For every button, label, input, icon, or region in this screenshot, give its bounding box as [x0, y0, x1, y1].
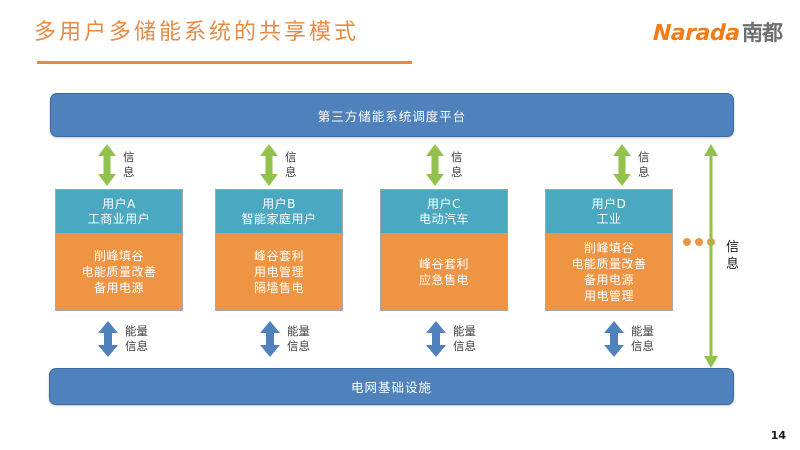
user-a-functions: 削峰填谷 电能质量改善 备用电源 [55, 233, 183, 311]
grid-infrastructure-bar: 电网基础设施 [49, 368, 734, 405]
double-arrow-vertical-icon [98, 321, 118, 357]
double-arrow-vertical-icon [426, 144, 444, 186]
logo-wordmark-cn: 南都 [742, 21, 783, 45]
user-a-function-3: 备用电源 [93, 280, 144, 295]
double-arrow-vertical-icon [260, 321, 280, 357]
user-c-function-2: 应急售电 [418, 272, 469, 287]
double-arrow-vertical-icon [98, 144, 116, 186]
info-arrow-group-d: 信 息 [612, 143, 650, 187]
double-arrow-vertical-icon [260, 144, 278, 186]
info-arrow-group-b: 信 息 [259, 143, 297, 187]
energy-arrow-group-d: 能量 信息 [603, 320, 654, 358]
info-arrow-label-c: 信 息 [451, 150, 463, 179]
narada-logo: Narada 南都 [653, 17, 783, 46]
user-b-function-2: 用电管理 [253, 264, 304, 279]
user-d-header: 用户D 工业 [545, 189, 673, 233]
user-c-type: 电动汽车 [418, 211, 469, 226]
user-a-type: 工商业用户 [87, 211, 151, 226]
grid-infrastructure-label: 电网基础设施 [350, 380, 432, 395]
logo-wordmark: Narada [653, 21, 741, 46]
user-d-type: 工业 [596, 211, 622, 226]
info-arrow-label-d: 信 息 [638, 150, 650, 179]
user-b-type: 智能家庭用户 [241, 211, 317, 226]
info-arrow-group-c: 信 息 [425, 143, 463, 187]
user-d-id: 用户D [591, 196, 627, 211]
info-arrow-label-b: 信 息 [285, 150, 297, 179]
title-underline-rule [37, 61, 412, 64]
side-info-arrow-group: 信 息 [703, 144, 739, 368]
user-c-id: 用户C [427, 196, 461, 211]
user-a-function-1: 削峰填谷 [93, 248, 144, 263]
page-number: 14 [770, 429, 786, 442]
user-d-function-1: 削峰填谷 [583, 240, 634, 255]
info-arrow-group-a: 信 息 [97, 143, 135, 187]
user-column-c[interactable]: 用户C 电动汽车 峰谷套利 应急售电 [380, 189, 508, 311]
user-c-functions: 峰谷套利 应急售电 [380, 233, 508, 311]
user-b-id: 用户B [262, 196, 296, 211]
double-arrow-vertical-icon [613, 144, 631, 186]
user-column-d[interactable]: 用户D 工业 削峰填谷 电能质量改善 备用电源 用电管理 [545, 189, 673, 311]
third-party-dispatch-platform-label: 第三方储能系统调度平台 [317, 108, 467, 124]
double-arrow-vertical-icon [426, 321, 446, 357]
user-a-function-2: 电能质量改善 [81, 264, 157, 279]
energy-arrow-group-c: 能量 信息 [425, 320, 476, 358]
user-c-header: 用户C 电动汽车 [380, 189, 508, 233]
user-c-function-1: 峰谷套利 [418, 256, 469, 271]
user-b-functions: 峰谷套利 用电管理 隔墙售电 [215, 233, 343, 311]
side-info-arrow-label: 信 息 [726, 240, 740, 272]
double-arrow-vertical-icon [604, 321, 624, 357]
user-a-id: 用户A [102, 196, 136, 211]
user-d-function-3: 备用电源 [583, 272, 634, 287]
user-d-functions: 削峰填谷 电能质量改善 备用电源 用电管理 [545, 233, 673, 311]
user-d-function-4: 用电管理 [583, 288, 634, 303]
page-title: 多用户多储能系统的共享模式 [34, 20, 360, 45]
user-b-function-3: 隔墙售电 [253, 280, 304, 295]
user-b-header: 用户B 智能家庭用户 [215, 189, 343, 233]
user-column-a[interactable]: 用户A 工商业用户 削峰填谷 电能质量改善 备用电源 [55, 189, 183, 311]
energy-arrow-label-c: 能量 信息 [453, 324, 476, 353]
user-column-b[interactable]: 用户B 智能家庭用户 峰谷套利 用电管理 隔墙售电 [215, 189, 343, 311]
energy-arrow-group-a: 能量 信息 [97, 320, 148, 358]
energy-arrow-label-d: 能量 信息 [631, 324, 654, 353]
ellipsis-dot [695, 238, 703, 246]
user-d-function-2: 电能质量改善 [571, 256, 647, 271]
energy-arrow-label-b: 能量 信息 [287, 324, 310, 353]
energy-arrow-group-b: 能量 信息 [259, 320, 310, 358]
ellipsis-dot [683, 238, 691, 246]
user-a-header: 用户A 工商业用户 [55, 189, 183, 233]
info-arrow-label-a: 信 息 [123, 150, 135, 179]
energy-arrow-label-a: 能量 信息 [125, 324, 148, 353]
double-arrow-vertical-long-icon [704, 144, 718, 368]
third-party-dispatch-platform-bar: 第三方储能系统调度平台 [50, 93, 734, 137]
user-b-function-1: 峰谷套利 [253, 248, 304, 263]
